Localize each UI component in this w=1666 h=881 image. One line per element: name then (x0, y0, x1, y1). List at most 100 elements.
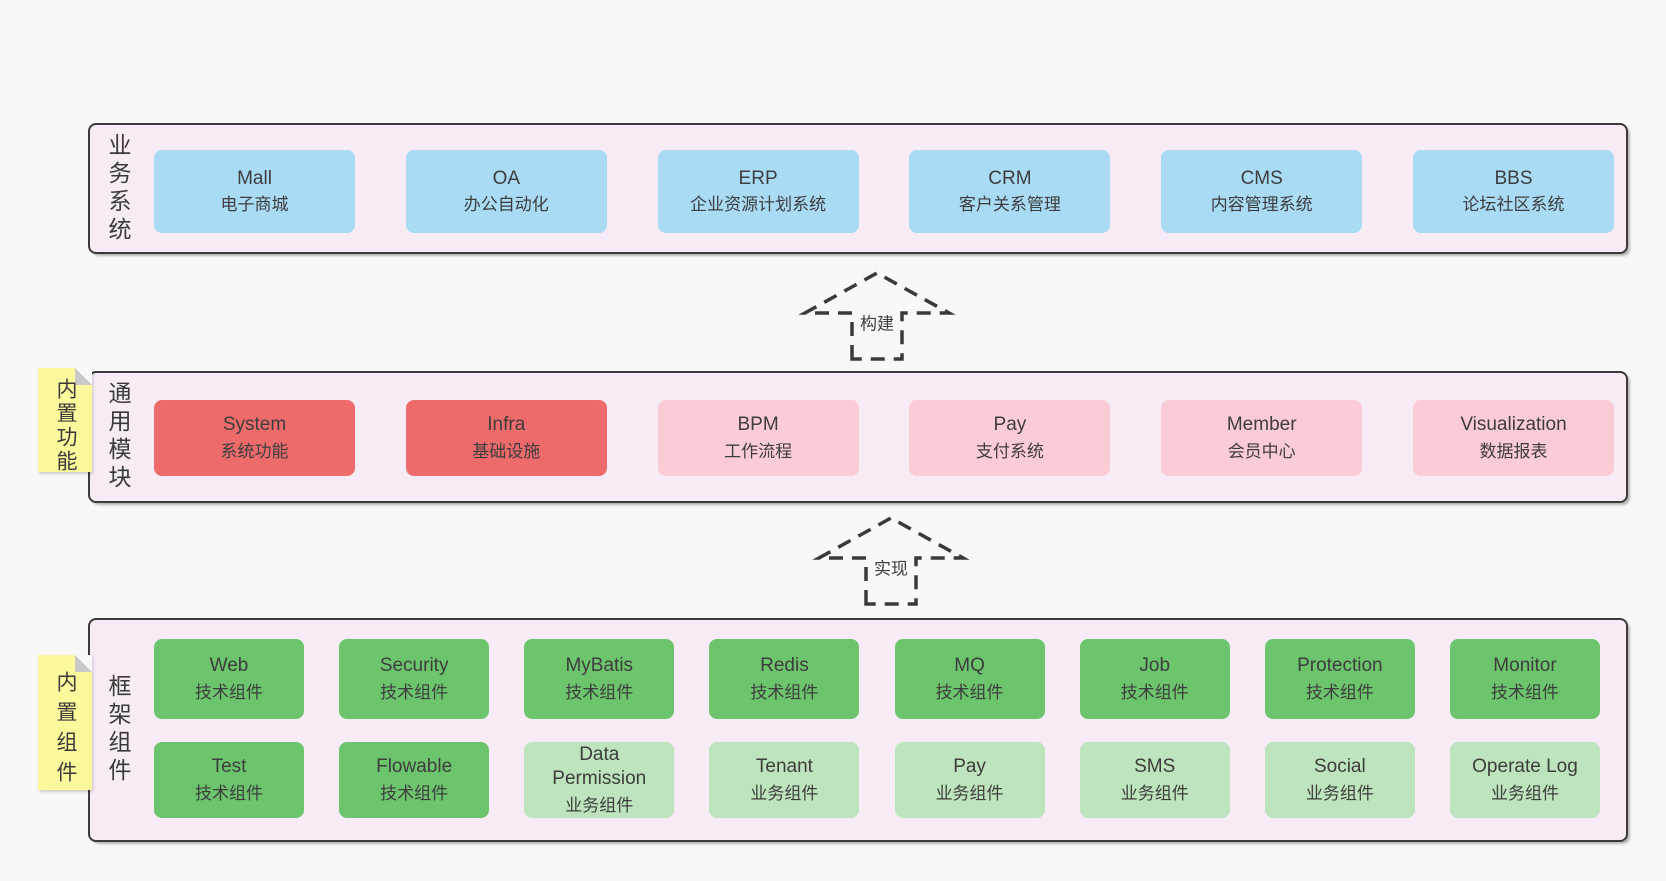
box-subtitle: 业务组件 (935, 783, 1004, 803)
box-title: Infra (487, 414, 526, 436)
box-bpm: BPM 工作流程 (657, 400, 859, 476)
box-subtitle: 技术组件 (1490, 682, 1559, 702)
box-mall: Mall 电子商城 (154, 150, 355, 233)
box-system: System 系统功能 (154, 400, 355, 476)
box-subtitle: 业务组件 (1490, 783, 1559, 803)
box-title: Monitor (1493, 655, 1557, 677)
box-subtitle: 系统功能 (220, 441, 289, 461)
arrow-implement: 实现 (811, 514, 971, 606)
box-member: Member 会员中心 (1161, 400, 1363, 476)
box-subtitle: 客户关系管理 (958, 195, 1061, 215)
box-subtitle: 支付系统 (975, 441, 1044, 461)
box-title: Web (209, 655, 249, 677)
box-title: Job (1139, 655, 1171, 677)
box-security: Security 技术组件 (339, 639, 490, 719)
box-title: OA (492, 167, 521, 189)
box-subtitle: 技术组件 (1305, 682, 1374, 702)
components-rows: Web 技术组件 Security 技术组件 MyBatis 技术组件 Redi… (154, 639, 1600, 818)
box-title: Data Permission (552, 743, 647, 790)
box-subtitle: 技术组件 (195, 783, 263, 803)
box-pay-module: Pay 支付系统 (909, 400, 1111, 476)
layer-label-modules: 通用模块 (105, 381, 131, 493)
box-job: Job 技术组件 (1079, 639, 1230, 719)
box-subtitle: 办公自动化 (463, 195, 549, 215)
components-box-row-1: Web 技术组件 Security 技术组件 MyBatis 技术组件 Redi… (154, 639, 1600, 719)
arrow-build-label: 构建 (856, 307, 898, 337)
box-title: Member (1226, 414, 1297, 436)
box-subtitle: 业务组件 (750, 783, 819, 803)
note-builtin-components: 内置组件 (38, 655, 92, 791)
layer-label-components: 框架组件 (105, 674, 131, 786)
dashed-up-arrow-icon (798, 270, 956, 361)
box-infra: Infra 基础设施 (405, 400, 607, 476)
note-builtin-components-text: 内置组件 (54, 670, 77, 791)
box-title: MQ (954, 655, 985, 677)
note-builtin-functions-text: 内置功能 (54, 378, 77, 474)
box-mq: MQ 技术组件 (894, 639, 1045, 719)
box-operate-log: Operate Log 业务组件 (1449, 742, 1600, 818)
box-title: Test (211, 756, 247, 778)
box-data-permission: Data Permission 业务组件 (524, 742, 675, 818)
box-title: CRM (988, 167, 1032, 189)
box-flowable: Flowable 技术组件 (339, 742, 490, 818)
business-box-row: Mall 电子商城 OA 办公自动化 ERP 企业资源计划系统 CRM 客户关系… (154, 150, 1614, 233)
box-title: Protection (1297, 655, 1383, 677)
box-social: Social 业务组件 (1264, 742, 1415, 818)
box-subtitle: 技术组件 (195, 682, 263, 702)
box-tenant: Tenant 业务组件 (709, 742, 860, 818)
box-subtitle: 内容管理系统 (1210, 195, 1313, 215)
box-title: Mall (237, 167, 272, 189)
box-redis: Redis 技术组件 (709, 639, 860, 719)
box-cms: CMS 内容管理系统 (1161, 150, 1363, 233)
box-mybatis: MyBatis 技术组件 (524, 639, 675, 719)
box-title: SMS (1134, 756, 1176, 778)
components-box-row-2: Test 技术组件 Flowable 技术组件 Data Permission … (154, 742, 1600, 818)
dashed-up-arrow-icon (812, 515, 970, 606)
box-oa: OA 办公自动化 (405, 150, 607, 233)
box-title: Redis (760, 655, 809, 677)
box-title: System (222, 414, 287, 436)
box-subtitle: 电子商城 (220, 195, 289, 215)
box-web: Web 技术组件 (154, 639, 304, 719)
box-subtitle: 业务组件 (1120, 783, 1189, 803)
box-sms: SMS 业务组件 (1079, 742, 1230, 818)
box-title: Visualization (1460, 414, 1567, 436)
box-title: Tenant (755, 756, 813, 778)
box-subtitle: 业务组件 (565, 796, 634, 816)
box-crm: CRM 客户关系管理 (909, 150, 1111, 233)
layer-common-modules: 通用模块 System 系统功能 Infra 基础设施 BPM 工作流程 Pay… (88, 371, 1628, 503)
box-subtitle: 技术组件 (380, 682, 449, 702)
box-protection: Protection 技术组件 (1264, 639, 1415, 719)
box-subtitle: 企业资源计划系统 (690, 195, 827, 215)
layer-framework-components: 框架组件 Web 技术组件 Security 技术组件 MyBatis 技术组件… (88, 618, 1628, 842)
box-title: Pay (953, 756, 986, 778)
box-subtitle: 技术组件 (565, 682, 634, 702)
box-subtitle: 技术组件 (750, 682, 819, 702)
layer-business-systems: 业务系统 Mall 电子商城 OA 办公自动化 ERP 企业资源计划系统 CRM… (88, 123, 1628, 254)
box-monitor: Monitor 技术组件 (1449, 639, 1600, 719)
box-test: Test 技术组件 (154, 742, 304, 818)
box-title: MyBatis (565, 655, 634, 677)
box-title: Flowable (376, 756, 453, 778)
box-title: BPM (737, 414, 779, 436)
box-title: ERP (738, 167, 778, 189)
box-title: CMS (1240, 167, 1283, 189)
box-title: BBS (1494, 167, 1533, 189)
box-subtitle: 技术组件 (380, 783, 449, 803)
box-subtitle: 技术组件 (1120, 682, 1189, 702)
box-subtitle: 业务组件 (1305, 783, 1374, 803)
box-pay-component: Pay 业务组件 (894, 742, 1045, 818)
box-subtitle: 会员中心 (1227, 441, 1296, 461)
box-subtitle: 工作流程 (724, 441, 793, 461)
box-title: Pay (993, 414, 1027, 436)
modules-box-row: System 系统功能 Infra 基础设施 BPM 工作流程 Pay 支付系统… (154, 400, 1614, 476)
box-bbs: BBS 论坛社区系统 (1412, 150, 1614, 233)
box-title: Social (1313, 756, 1366, 778)
box-visualization: Visualization 数据报表 (1412, 400, 1614, 476)
layer-label-business: 业务系统 (105, 132, 131, 245)
note-builtin-functions: 内置功能 (38, 368, 92, 474)
box-subtitle: 论坛社区系统 (1462, 195, 1565, 215)
box-title: Security (379, 655, 449, 677)
arrow-build: 构建 (797, 269, 957, 361)
box-subtitle: 数据报表 (1479, 441, 1548, 461)
